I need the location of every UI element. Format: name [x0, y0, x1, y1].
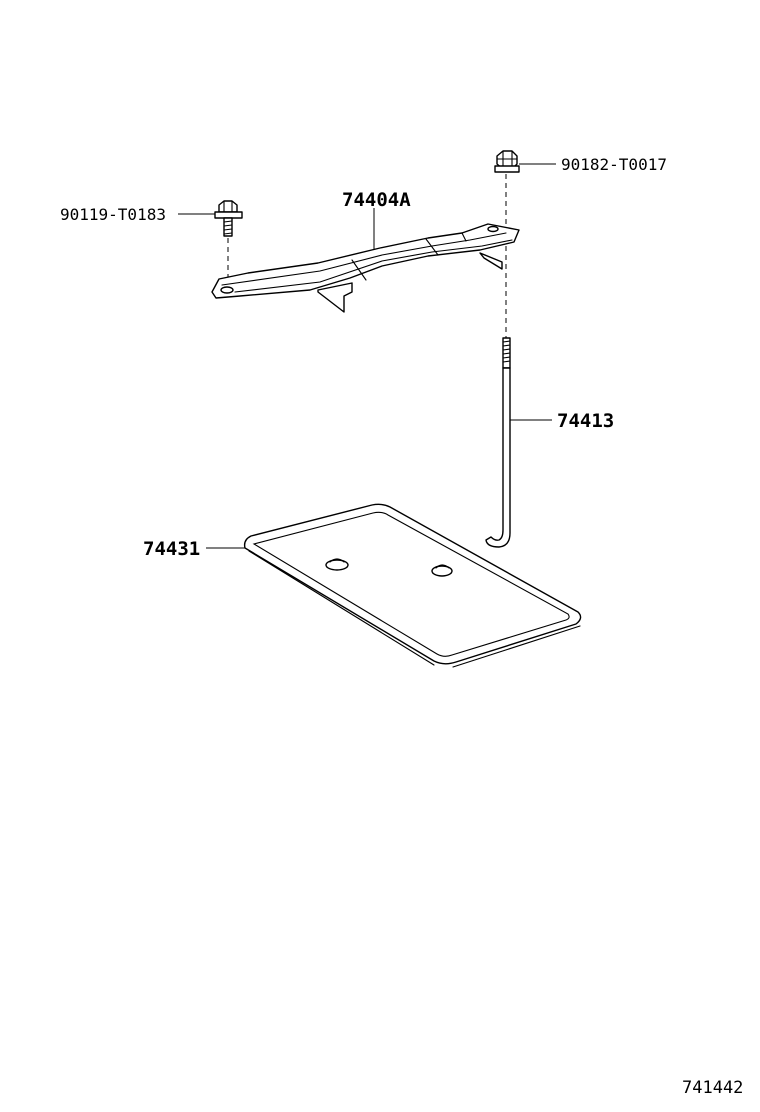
clamp-rod-icon	[485, 337, 511, 548]
part-label-clamp[interactable]: 74404A	[342, 189, 411, 211]
part-label-rod[interactable]: 74413	[557, 410, 614, 432]
bolt-icon	[214, 200, 243, 237]
part-label-bolt[interactable]: 90119-T0183	[60, 205, 166, 224]
hold-down-clamp-icon	[211, 223, 520, 313]
illustration-id: 741442	[682, 1078, 743, 1098]
part-label-tray[interactable]: 74431	[143, 538, 200, 560]
nut-icon	[494, 150, 520, 173]
battery-tray-icon	[243, 503, 582, 668]
part-label-nut[interactable]: 90182-T0017	[561, 155, 667, 174]
